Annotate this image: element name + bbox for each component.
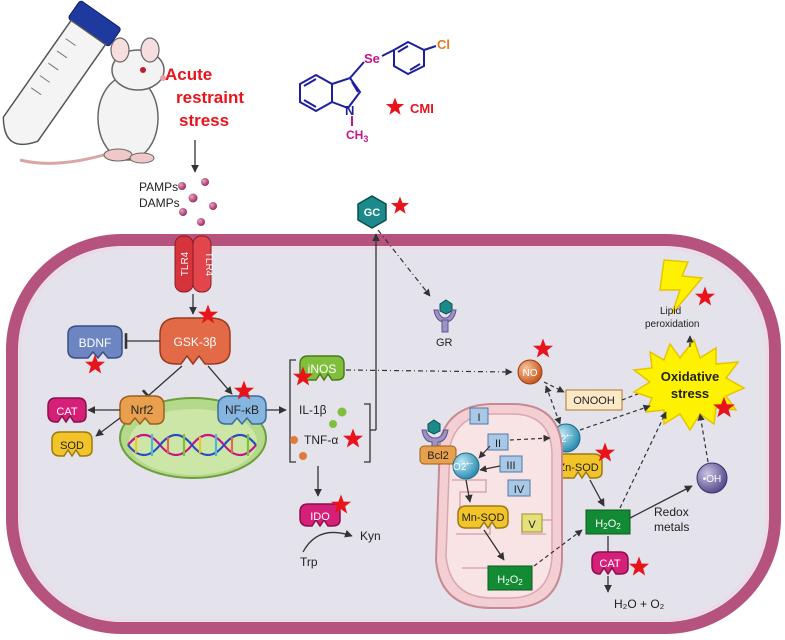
gr-receptor — [433, 299, 457, 333]
gc-star — [390, 196, 410, 214]
cat-enzyme-right: CAT — [591, 551, 629, 576]
svg-text:ONOOH: ONOOH — [573, 395, 615, 407]
il1b-particle — [337, 407, 347, 417]
no-molecule — [517, 359, 543, 385]
no-label: NO — [523, 368, 538, 379]
cmi-structure — [299, 40, 437, 126]
svg-text:CAT: CAT — [56, 406, 77, 418]
svg-text:IDO: IDO — [310, 511, 330, 523]
oxidative-stress-burst — [632, 338, 746, 432]
svg-text:II: II — [495, 438, 501, 450]
svg-text:IV: IV — [514, 484, 525, 496]
svg-text:V: V — [528, 519, 536, 531]
svg-text:TLR4: TLR4 — [203, 252, 214, 277]
cl-atom: Cl — [437, 37, 450, 52]
redox-metals-line1: Redox — [654, 505, 689, 519]
test-tube-icon — [2, 0, 121, 146]
trp-label: Trp — [300, 555, 318, 569]
redox-metals-line2: metals — [654, 520, 689, 534]
stress-title-line2: restraint — [176, 88, 244, 107]
il1b-label: IL-1β — [299, 403, 327, 417]
svg-text:TLR4: TLR4 — [180, 251, 191, 276]
oxidative-stress-line2: stress — [671, 386, 709, 401]
svg-text:H2O2: H2O2 — [497, 574, 523, 587]
svg-text:Bcl2: Bcl2 — [427, 450, 448, 462]
mn-sod-enzyme: Mn-SOD — [457, 505, 509, 530]
oxidative-stress-line1: Oxidative — [661, 369, 720, 384]
svg-text:Mn-SOD: Mn-SOD — [462, 512, 505, 524]
bcl2-protein: Bcl2 — [419, 419, 457, 465]
hydroxyl-radical — [696, 462, 728, 494]
svg-text:H2O2: H2O2 — [595, 518, 621, 531]
lipid-label-line1: Lipid — [660, 306, 681, 317]
nrf2-protein: Nrf2 — [119, 395, 165, 426]
kyn-label: Kyn — [360, 529, 381, 543]
complex-iv: IV — [507, 479, 531, 497]
stress-title-line3: stress — [179, 111, 229, 130]
tnfa-particle — [290, 436, 298, 444]
nfkb-protein: NF-κB — [217, 395, 267, 426]
svg-text:I: I — [477, 412, 480, 424]
ido-enzyme: IDO — [299, 503, 341, 528]
ch3-group: CH3 — [346, 128, 368, 144]
svg-text:•OH: •OH — [703, 474, 722, 485]
complex-v: V — [521, 513, 543, 533]
tlr4-receptor: TLR4 TLR4 — [174, 235, 214, 293]
se-atom: Se — [364, 51, 380, 66]
sod-enzyme-left: SOD — [51, 431, 93, 458]
complex-ii: II — [487, 433, 509, 451]
lightning-icon — [659, 259, 704, 315]
damps-label: DAMPs — [139, 196, 180, 210]
gr-label: GR — [436, 337, 453, 349]
cat-enzyme-left: CAT — [47, 397, 87, 424]
svg-text:BDNF: BDNF — [79, 336, 112, 350]
svg-text:O2•−: O2•− — [453, 461, 473, 473]
complex-i: I — [469, 407, 489, 425]
svg-text:GSK-3β: GSK-3β — [174, 335, 217, 349]
stress-title-line1: Acute — [165, 65, 212, 84]
cmi-legend-label: CMI — [410, 101, 434, 116]
water-oxygen-label: H₂O + O₂ — [614, 597, 665, 611]
h2o2-mito: H2O2 — [487, 565, 533, 591]
cmi-legend-star — [385, 97, 405, 115]
complex-iii: III — [499, 455, 523, 473]
lipid-label-line2: peroxidation — [645, 319, 699, 330]
gsk3b-protein: GSK-3β — [159, 317, 231, 366]
h2o2-cyto: H2O2 — [585, 509, 631, 535]
svg-text:GC: GC — [364, 207, 381, 219]
cytokine-bracket — [289, 359, 371, 463]
svg-text:iNOS: iNOS — [308, 362, 337, 376]
dna-strand — [127, 433, 257, 457]
onooh-box: ONOOH — [565, 389, 623, 411]
svg-text:SOD: SOD — [60, 440, 84, 452]
mouse-icon — [19, 37, 166, 165]
o2-radical-mito — [452, 452, 480, 480]
n-atom: N — [345, 103, 354, 118]
svg-text:III: III — [506, 460, 515, 472]
svg-text:CAT: CAT — [599, 558, 620, 570]
bdnf-protein: BDNF — [67, 325, 123, 360]
tnfa-label: TNF-α — [304, 433, 338, 447]
svg-text:NF-κB: NF-κB — [225, 403, 259, 417]
gc-molecule: GC — [357, 195, 387, 229]
pamps-label: PAMPs — [139, 180, 178, 194]
svg-text:Nrf2: Nrf2 — [131, 403, 154, 417]
pamp-particles — [178, 178, 217, 226]
